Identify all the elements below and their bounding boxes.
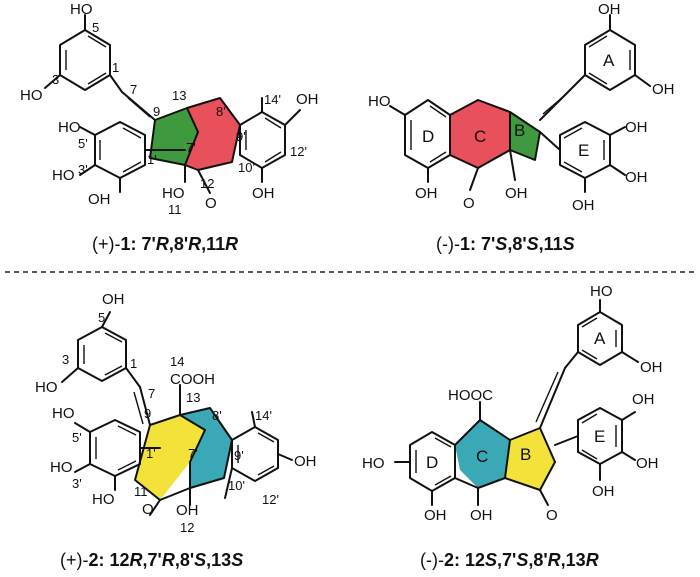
label-o: O: [546, 507, 558, 524]
label-n5p: 5': [72, 430, 82, 445]
label-n5: 5: [92, 20, 99, 35]
structure-plus-1: HO 5 3 HO 1 7 13 8' 14' OH HO 5' 9 HO 1'…: [20, 1, 319, 254]
label-oh-d1: HO: [362, 455, 385, 472]
caption-minus-2: (-)-2: 12S,7'S,8'R,13R: [420, 550, 599, 570]
label-n13: 13: [172, 88, 186, 103]
label-n7p: 7': [188, 446, 198, 461]
label-ring-d: D: [422, 127, 434, 146]
label-n1p: 1': [146, 446, 156, 461]
label-n8p: 8': [212, 408, 222, 423]
label-ring-b: B: [514, 121, 525, 140]
label-n10p: 10': [238, 160, 255, 175]
label-ring-c: C: [474, 127, 486, 146]
label-n9: 9: [144, 406, 151, 421]
label-n1: 1: [130, 356, 137, 371]
caption-plus-2: (+)-2: 12R,7'R,8'S,13S: [60, 550, 243, 570]
label-n9: 9: [153, 104, 160, 119]
label-oh-b: OH: [252, 185, 275, 202]
label-oh-e3: HO: [92, 491, 115, 508]
label-n14p: 14': [255, 408, 272, 423]
label-oh-c: OH: [505, 185, 528, 202]
label-n8p: 8': [216, 104, 226, 119]
structure-plus-2: OH 5 3 HO 1 7 14 COOH 13 HO 5' 9 8' 14' …: [35, 291, 317, 570]
label-oh-r: OH: [296, 91, 319, 108]
label-oh-a1: HO: [590, 283, 613, 300]
label-n3: 3: [52, 72, 59, 87]
label-oh-b: OH: [176, 502, 199, 519]
ring-red-face: [450, 100, 510, 168]
label-n9p: 9': [234, 448, 244, 463]
label-oh-a1: OH: [598, 1, 621, 18]
label-oh-a2: HO: [20, 87, 43, 104]
label-n13: 13: [186, 390, 200, 405]
label-oh-e3: OH: [572, 197, 595, 214]
label-n12: 12: [200, 176, 214, 191]
label-oh-a2: OH: [652, 81, 675, 98]
label-cooh: COOH: [170, 371, 215, 388]
label-oh-e2: HO: [50, 459, 73, 476]
label-n5: 5: [98, 310, 105, 325]
label-n1p: 1': [147, 152, 157, 167]
label-oh-e2: OH: [625, 169, 648, 186]
label-ring-b: B: [520, 445, 531, 464]
ring-yellow-face: [505, 428, 555, 490]
label-n7: 7: [130, 82, 137, 97]
structure-minus-1: OH A OH HO D C B E OH OH OH O OH OH (-)-…: [368, 1, 675, 254]
ring-teal-face: [455, 420, 510, 488]
label-n3p: 3': [72, 476, 82, 491]
label-n12p: 12': [262, 492, 279, 507]
label-n11: 11: [168, 202, 182, 217]
label-oh-e3: OH: [592, 483, 615, 500]
label-ring-e: E: [594, 427, 605, 446]
label-n10p: 10': [228, 478, 245, 493]
label-n14: 14: [170, 354, 184, 369]
label-oh-e1: HO: [52, 405, 75, 422]
label-ho11: HO: [162, 185, 185, 202]
label-oh-e1: OH: [625, 119, 648, 136]
label-ring-d: D: [426, 453, 438, 472]
structure-minus-2: HO A OH HOOC OH B E HO D C OH O OH OH OH…: [362, 283, 663, 570]
label-oh-e2: OH: [636, 455, 659, 472]
label-oh-a2: OH: [640, 359, 663, 376]
label-oh-d2: OH: [424, 507, 447, 524]
label-n3p: 3': [78, 162, 88, 177]
ring-yellow-face: [135, 415, 205, 500]
ring-green-face: [510, 112, 540, 160]
label-o: O: [205, 195, 217, 212]
label-n12: 12: [180, 520, 194, 535]
label-ring-a: A: [603, 51, 615, 70]
ring-red-face: [185, 98, 240, 170]
label-oh-c: OH: [470, 507, 493, 524]
caption-plus-1: (+)-1: 7'R,8'R,11R: [92, 234, 238, 254]
label-n14p: 14': [264, 92, 281, 107]
label-oh-e1: HO: [58, 119, 81, 136]
label-ring-a: A: [594, 329, 606, 348]
caption-minus-1: (-)-1: 7'S,8'S,11S: [436, 234, 575, 254]
label-o: O: [142, 501, 154, 518]
label-oh-a1: OH: [102, 291, 125, 308]
label-o: O: [463, 195, 475, 212]
label-ring-c: C: [476, 447, 488, 466]
label-n5p: 5': [78, 136, 88, 151]
label-oh-a2: HO: [35, 379, 58, 396]
label-oh-d1: HO: [368, 93, 391, 110]
label-n7p: 7': [186, 140, 196, 155]
label-n7: 7: [148, 386, 155, 401]
ring-teal-face: [180, 408, 232, 488]
label-ring-e: E: [578, 141, 589, 160]
label-oh-r: OH: [294, 453, 317, 470]
label-n9p: 9': [236, 129, 246, 144]
label-n12p: 12': [290, 144, 307, 159]
label-oh-d2: OH: [415, 185, 438, 202]
label-oh-e3: OH: [88, 191, 111, 208]
label-n3: 3: [62, 352, 69, 367]
label-n1: 1: [112, 60, 119, 75]
label-oh-e2: HO: [52, 167, 75, 184]
label-oh-a1: HO: [70, 1, 93, 18]
label-hoooc: HOOC: [448, 387, 493, 404]
label-oh-e1: OH: [632, 391, 655, 408]
label-n11: 11: [134, 484, 148, 499]
